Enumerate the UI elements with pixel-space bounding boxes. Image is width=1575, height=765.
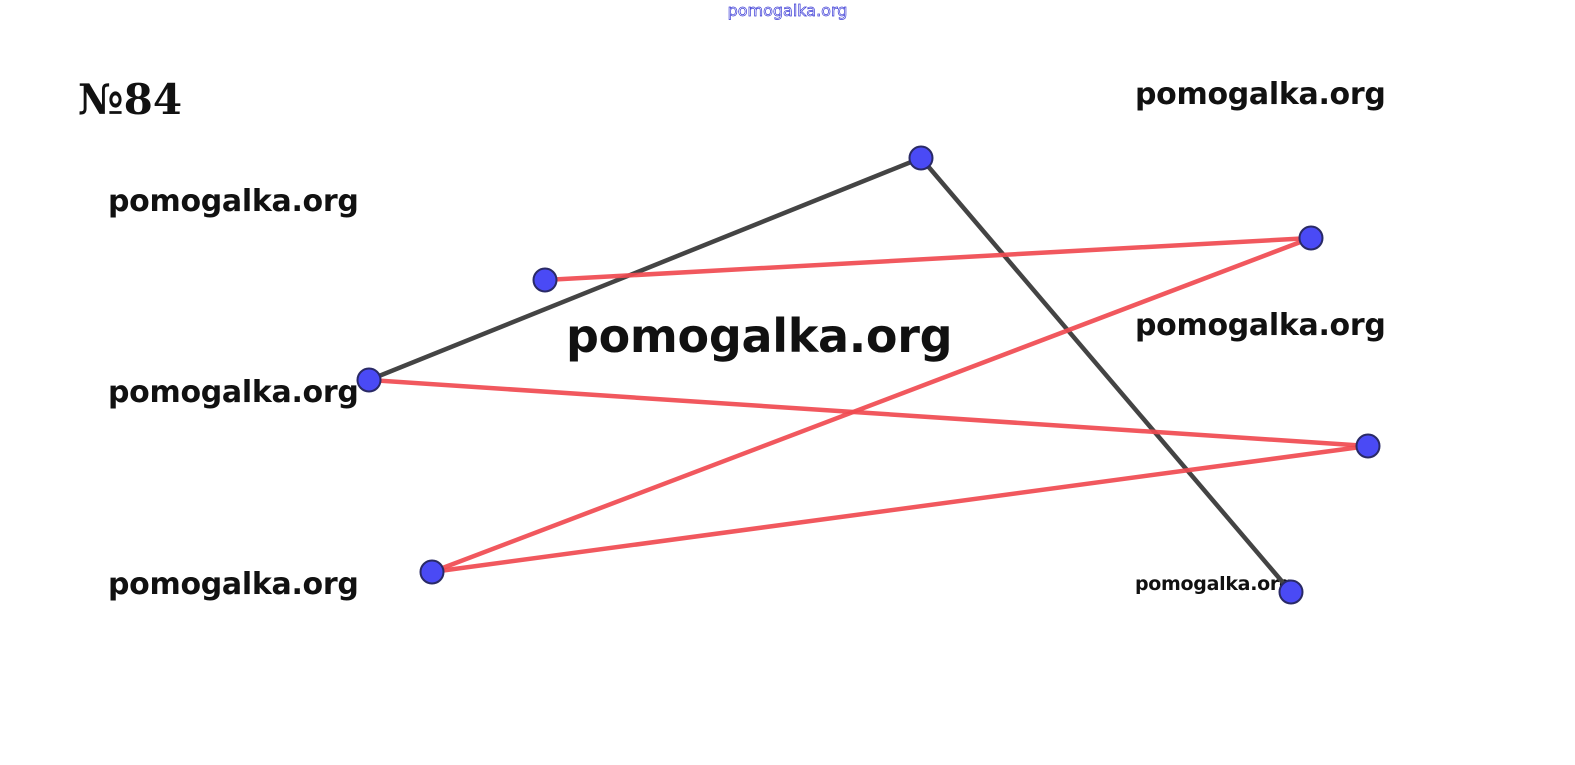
watermark-left-3: pomogalka.org <box>108 567 359 602</box>
watermark-bottom-right: pomogalka.org <box>1135 573 1293 595</box>
red-segment-3 <box>366 377 1371 449</box>
watermark-right-mid: pomogalka.org <box>1135 308 1386 343</box>
point-top <box>908 145 934 171</box>
watermark-center: pomogalka.org <box>566 309 953 363</box>
point-mid-left <box>356 367 382 393</box>
black-segment-left <box>366 155 924 383</box>
red-segment-2 <box>429 235 1314 575</box>
points <box>356 145 1381 605</box>
red-segments <box>366 235 1371 575</box>
problem-number: №84 <box>78 75 183 124</box>
red-segment-1 <box>542 235 1314 283</box>
header-watermark: pomogalka.org <box>727 1 848 21</box>
black-segments <box>366 155 1294 595</box>
point-upper-left <box>532 267 558 293</box>
point-lower-right <box>1278 579 1304 605</box>
black-segment-right <box>918 155 1294 595</box>
point-upper-right <box>1298 225 1324 251</box>
point-mid-right <box>1355 433 1381 459</box>
watermark-top-right: pomogalka.org <box>1135 77 1386 112</box>
watermark-left-2: pomogalka.org <box>108 375 359 410</box>
red-segment-4 <box>429 443 1371 575</box>
watermark-left-1: pomogalka.org <box>108 184 359 219</box>
point-lower-left <box>419 559 445 585</box>
